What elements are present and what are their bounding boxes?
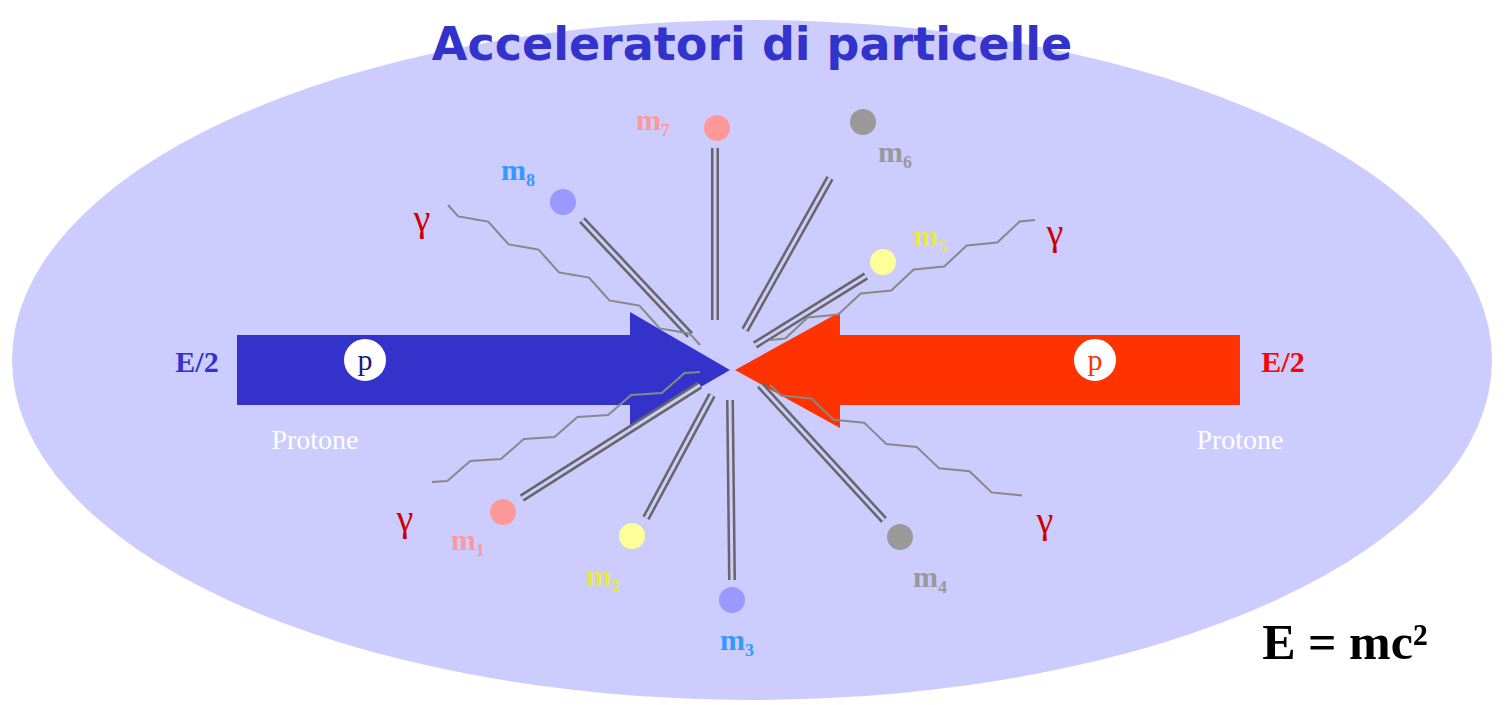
formula: E = mc² (1262, 617, 1428, 667)
particle-track (522, 148, 884, 580)
particle-dot (704, 115, 730, 141)
proton-circle: p (342, 337, 388, 383)
photon-symbol: γ (1047, 213, 1064, 251)
energy-label: E/2 (1261, 347, 1304, 377)
photon-line (432, 372, 700, 482)
particle-name: Protone (271, 426, 358, 454)
particle-dot (719, 587, 745, 613)
collision-region (12, 20, 1492, 700)
photon-line (448, 205, 700, 345)
energy-label: E/2 (175, 347, 218, 377)
particle-dot (550, 189, 576, 215)
particle-symbol: p (358, 345, 373, 375)
particle-dot (490, 499, 516, 525)
mass-label: m₂ (586, 561, 620, 591)
mass-label: m₅ (913, 221, 947, 251)
photon-symbol: γ (414, 199, 431, 237)
photon-lines (432, 205, 1035, 496)
particle-track (522, 148, 884, 580)
beam-arrow (735, 312, 1240, 428)
mass-label: m₇ (636, 105, 670, 135)
mass-label: m₄ (913, 562, 947, 592)
particle-symbol: p (1088, 345, 1103, 375)
photon-symbol: γ (397, 499, 414, 537)
particle-dot (887, 524, 913, 550)
mass-label: m₁ (451, 525, 485, 555)
photon-line (770, 220, 1035, 340)
mass-label: m₃ (720, 625, 754, 655)
title: Acceleratori di particelle (432, 21, 1072, 67)
photon-symbol: γ (1037, 501, 1054, 539)
particle-dot (870, 249, 896, 275)
mass-label: m₈ (501, 155, 535, 185)
particle-dot (619, 523, 645, 549)
particle-dot (850, 109, 876, 135)
mass-label: m₆ (878, 137, 912, 167)
particle-name: Protone (1196, 426, 1283, 454)
proton-circle: p (1072, 337, 1118, 383)
photon-line (770, 385, 1022, 496)
